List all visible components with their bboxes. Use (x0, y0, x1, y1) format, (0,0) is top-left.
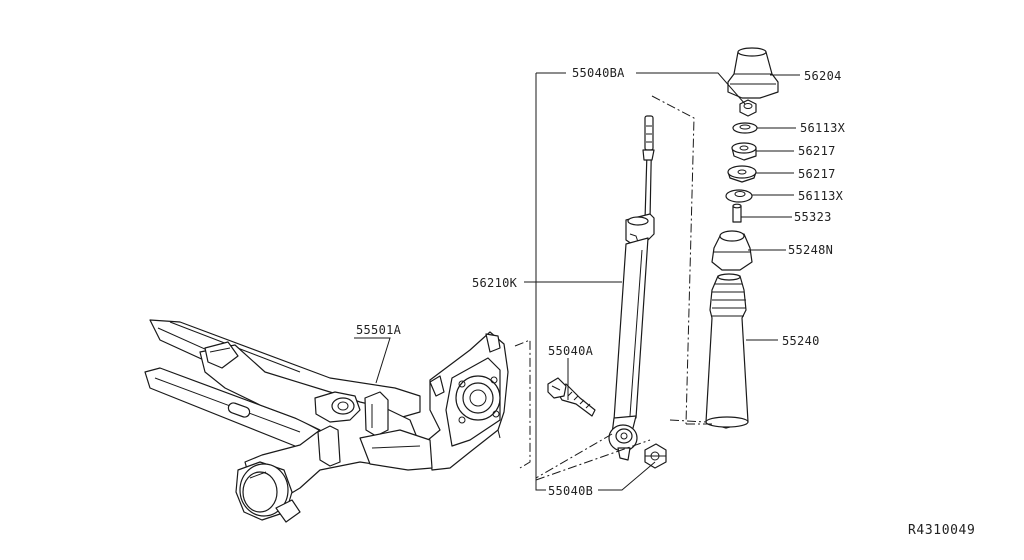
label-55040B: 55040B (548, 484, 593, 498)
bolt-55040A (547, 377, 596, 417)
label-56217-top: 56217 (798, 144, 836, 158)
label-56210K: 56210K (472, 276, 518, 290)
washer-56113X-bottom (725, 189, 753, 203)
label-56113X-top: 56113X (800, 121, 846, 135)
shock-absorber (608, 115, 655, 461)
bushing-56217-top (731, 142, 757, 161)
part-labels: 55040BA 56204 56113X 56217 56217 56113X … (356, 66, 975, 538)
axle-beam-assembly (144, 319, 509, 523)
collar-55323 (732, 203, 742, 223)
label-55040BA: 55040BA (572, 66, 625, 80)
label-55323: 55323 (794, 210, 832, 224)
reference-code: R4310049 (908, 523, 975, 538)
label-55248N: 55248N (788, 243, 833, 257)
washer-56113X-top (732, 122, 758, 134)
label-56113X-bottom: 56113X (798, 189, 844, 203)
bound-bumper-55248N (711, 230, 753, 271)
label-56217-bottom: 56217 (798, 167, 836, 181)
nut-55040B (644, 443, 667, 469)
bushing-56217-bottom (727, 165, 757, 183)
nut-55040BA (739, 99, 757, 117)
label-55040A: 55040A (548, 344, 594, 358)
leader-lines (354, 72, 800, 491)
label-55501A: 55501A (356, 323, 402, 337)
assembly-lines (514, 95, 712, 481)
dust-boot-55240 (705, 273, 749, 429)
label-56204: 56204 (804, 69, 842, 83)
mount-cap-56204 (727, 47, 779, 99)
label-55240: 55240 (782, 334, 820, 348)
